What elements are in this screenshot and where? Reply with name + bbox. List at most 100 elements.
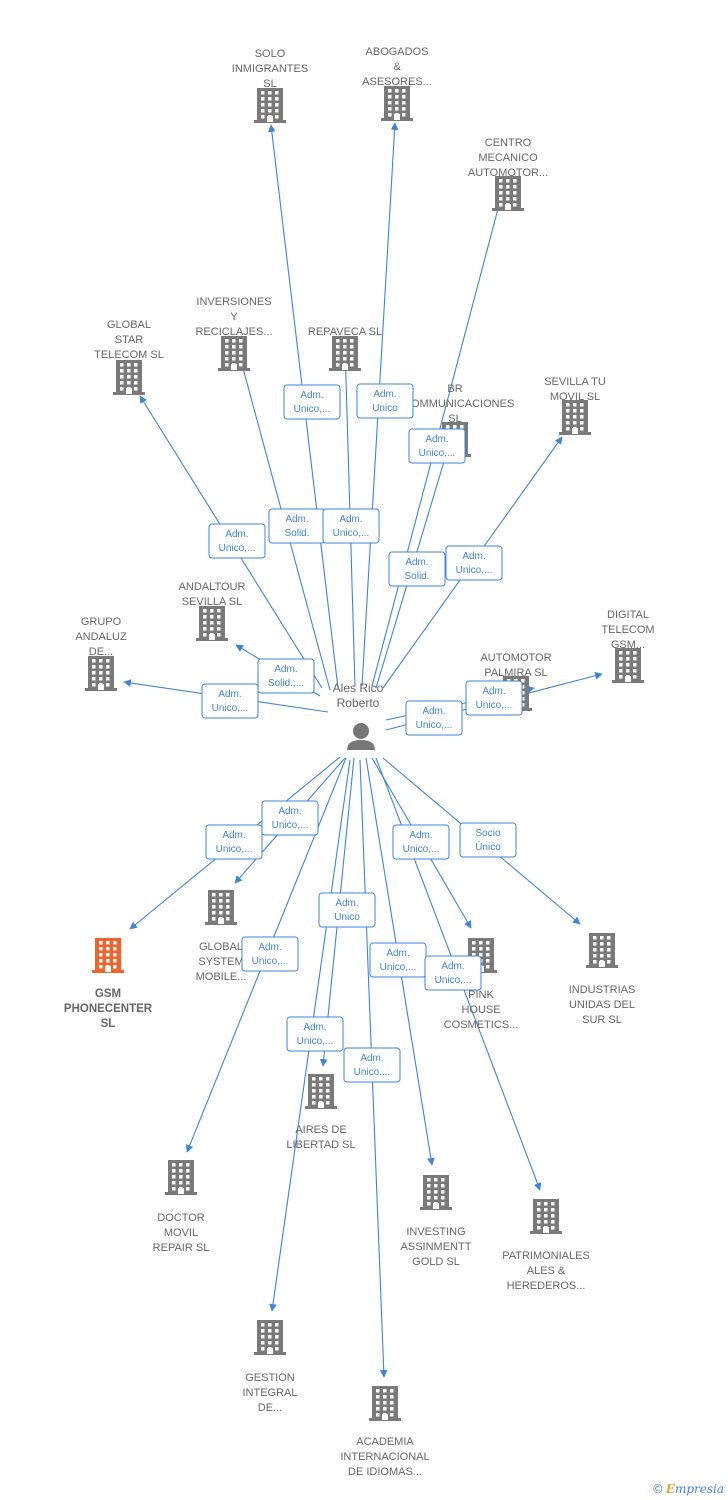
node-gestion-integral[interactable]: GESTIONINTEGRALDE... bbox=[242, 1320, 298, 1414]
building-icon[interactable] bbox=[85, 656, 117, 691]
building-icon[interactable] bbox=[205, 890, 237, 925]
building-icon[interactable] bbox=[369, 1386, 401, 1421]
role-badge[interactable]: Adm.Unico,... bbox=[322, 508, 380, 544]
node-label-line: PHONECENTER bbox=[64, 1003, 153, 1015]
node-label-line: INTERNACIONAL bbox=[340, 1451, 429, 1463]
badge-text-line: Unico,... bbox=[435, 975, 472, 986]
role-badge[interactable]: Adm.Unico,... bbox=[208, 523, 266, 559]
person-icon[interactable] bbox=[347, 723, 375, 750]
building-icon[interactable] bbox=[492, 176, 524, 211]
building-icon[interactable] bbox=[218, 336, 250, 371]
node-label-line: MOVIL bbox=[164, 1227, 198, 1239]
role-badge[interactable]: Adm.Unico bbox=[356, 383, 414, 419]
node-label-line: REPAVECA SL bbox=[308, 326, 382, 338]
role-badge[interactable]: Adm. Solid. bbox=[388, 551, 446, 587]
node-abogados-asesores[interactable]: ABOGADOS&ASESORES... bbox=[362, 46, 432, 121]
node-label-line: GSM... bbox=[611, 639, 645, 651]
node-label-line: HOUSE bbox=[461, 1004, 500, 1016]
building-icon[interactable] bbox=[254, 88, 286, 123]
role-badge[interactable]: Adm.Unico,... bbox=[241, 936, 299, 972]
building-icon[interactable] bbox=[381, 86, 413, 121]
badge-text-line: Unico,... bbox=[252, 956, 289, 967]
building-icon[interactable] bbox=[559, 400, 591, 435]
building-icon[interactable] bbox=[92, 938, 124, 973]
node-label-line: SUR SL bbox=[582, 1014, 622, 1026]
center-name-line-2: Roberto bbox=[337, 696, 380, 710]
badge-text-line: Adm. bbox=[373, 389, 396, 400]
role-badge[interactable]: Adm.Unico bbox=[318, 892, 376, 928]
node-digital-telecom-gsm[interactable]: DIGITALTELECOMGSM... bbox=[601, 609, 655, 683]
node-label-line: & bbox=[393, 61, 401, 73]
building-icon[interactable] bbox=[586, 933, 618, 968]
building-icon[interactable] bbox=[420, 1175, 452, 1210]
building-icon[interactable] bbox=[612, 648, 644, 683]
node-label-line: SEVILLA SL bbox=[182, 596, 243, 608]
role-badge[interactable]: Adm.Unico,... bbox=[205, 824, 263, 860]
role-badge[interactable]: Adm.Unico,... bbox=[465, 680, 523, 716]
node-label-line: CENTRO bbox=[485, 137, 532, 149]
role-badge[interactable]: Adm.Unico,... bbox=[283, 384, 341, 420]
badge-text-line: Solid. bbox=[404, 571, 429, 582]
role-badge[interactable]: Adm.Unico,... bbox=[286, 1016, 344, 1052]
node-repaveca[interactable]: REPAVECA SL bbox=[308, 326, 382, 371]
node-label-line: DIGITAL bbox=[607, 609, 649, 621]
node-label-line: COSMETICS... bbox=[444, 1019, 519, 1031]
role-badge[interactable]: Adm.Solid.,... bbox=[257, 658, 315, 694]
node-grupo-andaluz[interactable]: GRUPOANDALUZDE... bbox=[75, 616, 127, 691]
building-icon[interactable] bbox=[329, 336, 361, 371]
role-badge[interactable]: Adm.Unico,... bbox=[369, 942, 427, 978]
node-label-line: ABOGADOS bbox=[366, 46, 429, 58]
brand-e-letter: E bbox=[665, 1482, 675, 1496]
building-icon[interactable] bbox=[196, 606, 228, 641]
role-badge[interactable]: Adm.Unico,... bbox=[201, 683, 259, 719]
node-label-line: ALES & bbox=[527, 1265, 566, 1277]
badge-text-line: Unico bbox=[334, 912, 360, 923]
node-label-line: INDUSTRIAS bbox=[569, 984, 636, 996]
node-label-line: HEREDEROS... bbox=[507, 1280, 586, 1292]
node-centro-mecanico[interactable]: CENTROMECANICOAUTOMOTOR... bbox=[468, 137, 548, 211]
building-icon[interactable] bbox=[113, 360, 145, 395]
building-icon[interactable] bbox=[165, 1160, 197, 1195]
role-badge[interactable]: Adm.Unico,... bbox=[405, 700, 463, 736]
role-badge[interactable]: Adm.Unico,... bbox=[392, 824, 450, 860]
badge-text-line: Unico,... bbox=[297, 1036, 334, 1047]
node-label-line: MOVIL SL bbox=[550, 391, 600, 403]
building-icon[interactable] bbox=[530, 1199, 562, 1234]
badge-text-line: Adm. bbox=[405, 557, 428, 568]
node-global-system-mobile[interactable]: GLOBALSYSTEMMOBILE... bbox=[196, 890, 247, 983]
empresia-brand[interactable]: ©Empresia bbox=[652, 1482, 724, 1496]
role-badge[interactable]: Adm.Unico,... bbox=[261, 800, 319, 836]
node-label-line: RECICLAJES... bbox=[195, 326, 272, 338]
node-label-line: Y bbox=[230, 311, 238, 323]
role-badge[interactable]: Adm.Unico,... bbox=[445, 545, 503, 581]
node-label-line: ANDALUZ bbox=[75, 631, 127, 643]
node-label-line: INVESTING bbox=[406, 1226, 465, 1238]
node-inversiones-reciclajes[interactable]: INVERSIONES Y RECICLAJES... bbox=[195, 296, 273, 371]
node-label-line: INTEGRAL bbox=[242, 1387, 297, 1399]
building-icon[interactable] bbox=[305, 1074, 337, 1109]
copyright-symbol: © bbox=[651, 1482, 664, 1496]
role-badge[interactable]: Adm.Unico,... bbox=[424, 955, 482, 991]
center-name-line-1: Ales Rico bbox=[333, 681, 384, 695]
role-badge[interactable]: Adm.Unico,... bbox=[343, 1047, 401, 1083]
node-label-line: INVERSIONES bbox=[196, 296, 271, 308]
brand-name: mpresia bbox=[674, 1482, 724, 1496]
center-person[interactable]: Ales Rico Roberto bbox=[333, 681, 384, 750]
role-badge[interactable]: Adm.Unico,... bbox=[408, 428, 466, 464]
role-badge[interactable]: Adm.Solid. bbox=[268, 508, 326, 544]
badge-text-line: Unico,... bbox=[216, 844, 253, 855]
building-icon[interactable] bbox=[254, 1320, 286, 1355]
badge-text-line: Adm. bbox=[422, 706, 445, 717]
